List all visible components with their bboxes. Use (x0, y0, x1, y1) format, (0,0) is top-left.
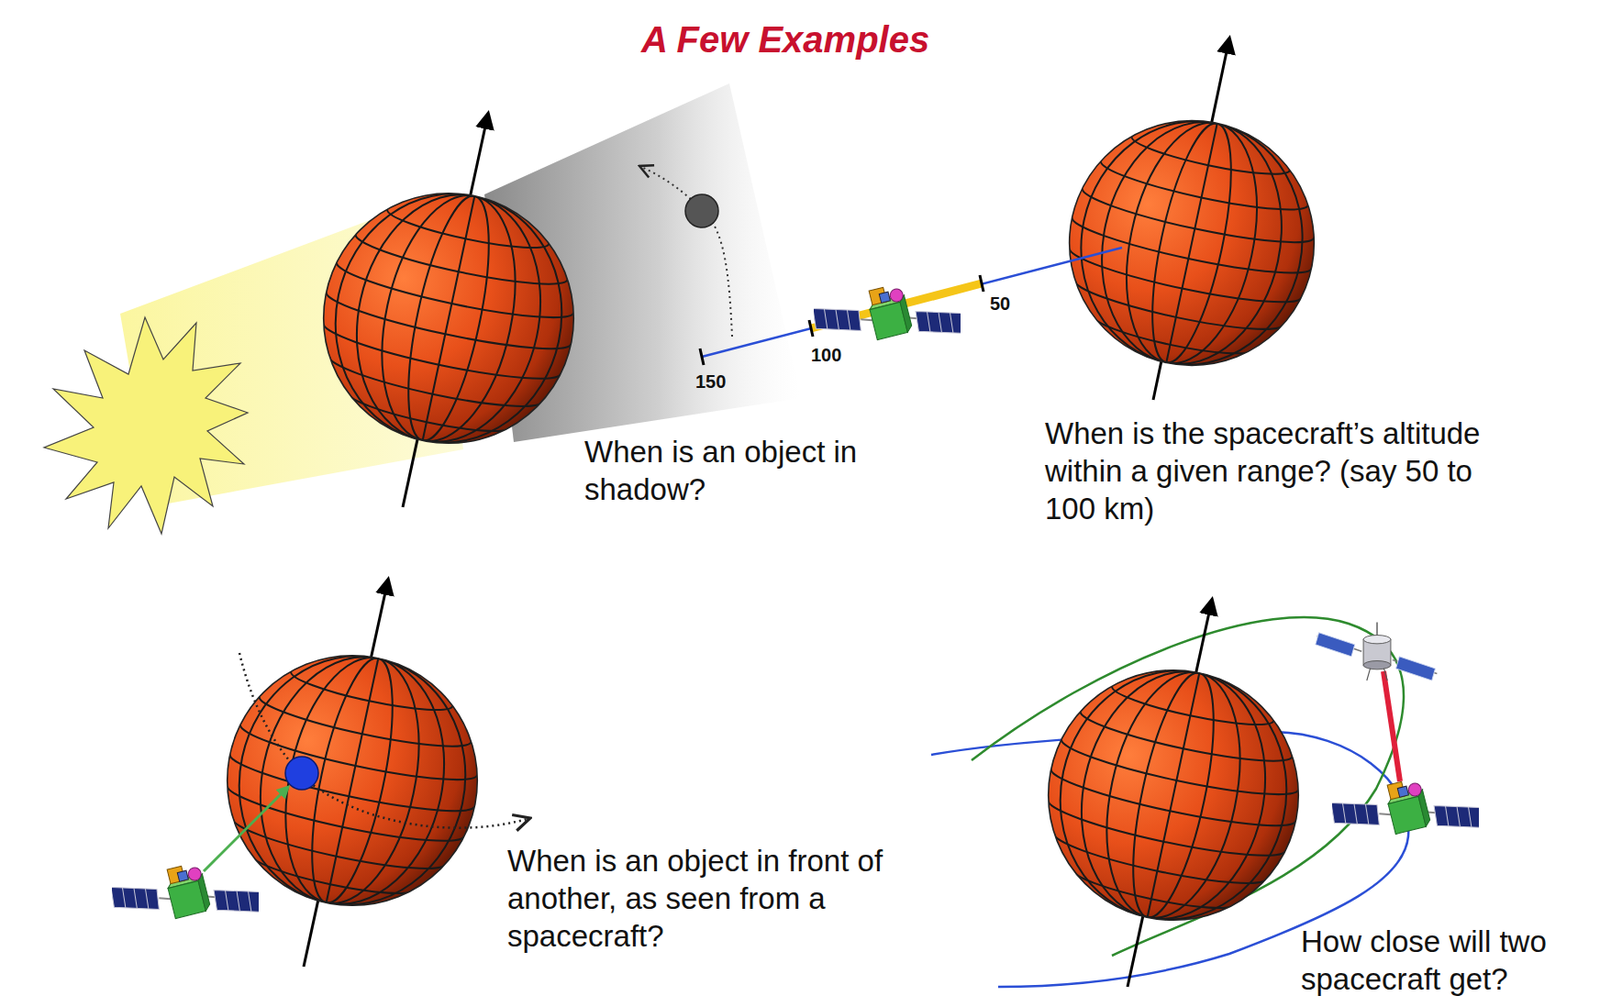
orbit-path (639, 166, 733, 337)
spacecraft (810, 270, 967, 368)
moon (685, 194, 719, 228)
question-text: How close will two spacecraft get? (1300, 922, 1595, 999)
sun (44, 317, 248, 534)
scale-number: 100 (811, 344, 842, 366)
question-text: When is an object in shadow? (584, 433, 860, 509)
planet (1046, 98, 1337, 389)
spacecraft (1315, 622, 1438, 681)
question-text: When is an object in front of another, a… (507, 842, 967, 956)
separation-line (1383, 671, 1400, 782)
question-text: When is the spacecraft’s altitude within… (1044, 414, 1504, 528)
planet (1024, 646, 1322, 944)
planet (300, 169, 597, 467)
altitude-scale (701, 247, 1123, 357)
orbit-path (971, 617, 1404, 956)
line-of-sight (203, 787, 289, 872)
orbit-path (239, 653, 531, 829)
scale-number: 50 (989, 293, 1011, 314)
target-object (285, 756, 319, 790)
spacecraft (108, 849, 265, 947)
planet (203, 632, 500, 929)
spacecraft (1328, 765, 1485, 863)
section-heading: A Few Examples (641, 18, 930, 61)
scale-number: 150 (695, 371, 726, 392)
